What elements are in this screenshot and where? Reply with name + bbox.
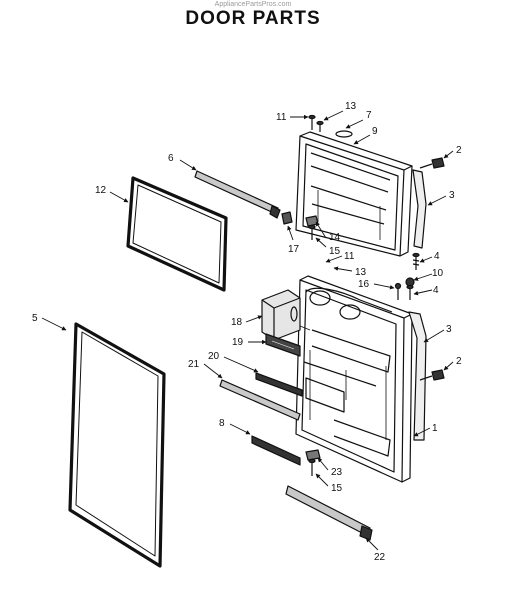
page-title: DOOR PARTS bbox=[185, 8, 321, 29]
lower-hinge-bracket bbox=[305, 449, 321, 476]
upper-hinge-plug bbox=[419, 157, 445, 169]
watermark: AppliancePartsPros.com bbox=[214, 1, 292, 8]
callout-20: 20 bbox=[208, 351, 220, 362]
dairy-door-label bbox=[265, 333, 301, 357]
fresh-food-door-handle bbox=[408, 311, 427, 441]
callout-6: 6 bbox=[168, 153, 174, 164]
callout-3-lower: 3 bbox=[446, 324, 452, 335]
freezer-door bbox=[295, 130, 413, 257]
callout-4-upper: 4 bbox=[434, 251, 440, 262]
fresh-food-door-gasket bbox=[68, 322, 166, 568]
freezer-lower-hardware bbox=[281, 211, 319, 240]
bottom-trim-strip bbox=[285, 485, 373, 541]
callout-19: 19 bbox=[232, 337, 244, 348]
callout-11-top: 11 bbox=[276, 112, 287, 123]
callout-17: 17 bbox=[288, 244, 300, 255]
callout-1: 1 bbox=[432, 423, 438, 434]
callout-14: 14 bbox=[329, 232, 341, 243]
freezer-door-handle bbox=[412, 169, 427, 249]
leader-lines bbox=[41, 110, 454, 551]
callout-13-middle: 13 bbox=[355, 267, 367, 278]
callout-15-lower: 15 bbox=[331, 483, 343, 494]
callout-21: 21 bbox=[188, 359, 200, 370]
callout-labels: 11 13 7 9 2 6 3 12 14 17 15 4 11 13 10 1… bbox=[32, 101, 462, 563]
shelf-trim-strip-lower bbox=[251, 435, 301, 466]
center-hinge-pin bbox=[405, 277, 415, 300]
callout-15-upper: 15 bbox=[329, 246, 341, 257]
callout-5: 5 bbox=[32, 313, 38, 324]
upper-hinge-screw bbox=[412, 252, 420, 270]
callout-13-top: 13 bbox=[345, 101, 357, 112]
callout-18: 18 bbox=[231, 317, 243, 328]
callout-7: 7 bbox=[366, 110, 372, 121]
freezer-door-gasket bbox=[126, 176, 228, 292]
freezer-trim-strip bbox=[194, 170, 281, 219]
door-stop-screw bbox=[394, 282, 402, 300]
callout-8: 8 bbox=[219, 418, 225, 429]
callout-2-lower: 2 bbox=[456, 356, 462, 367]
shelf-trim-strips-upper bbox=[219, 372, 303, 421]
callout-10: 10 bbox=[432, 268, 444, 279]
callout-2-upper: 2 bbox=[456, 145, 462, 156]
callout-3-upper: 3 bbox=[449, 190, 455, 201]
dairy-compartment-cover bbox=[261, 289, 301, 341]
callout-9: 9 bbox=[372, 126, 378, 137]
callout-11-middle: 11 bbox=[344, 251, 355, 262]
callout-23: 23 bbox=[331, 467, 343, 478]
top-screws bbox=[308, 114, 324, 132]
callout-4-lower: 4 bbox=[433, 285, 439, 296]
fresh-food-door bbox=[295, 275, 413, 483]
callout-12: 12 bbox=[95, 185, 107, 196]
callout-16: 16 bbox=[358, 279, 370, 290]
callout-22: 22 bbox=[374, 552, 386, 563]
lower-hinge-plug bbox=[419, 369, 445, 381]
